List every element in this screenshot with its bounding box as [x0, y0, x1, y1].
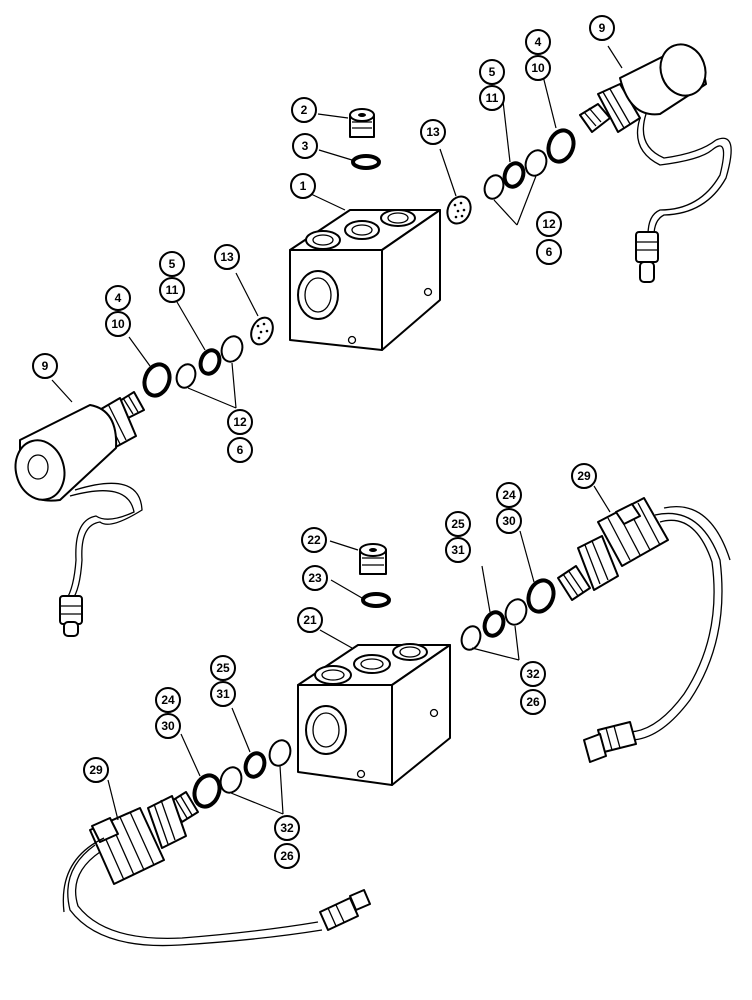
callout-13-left-upper: 13: [214, 244, 240, 270]
callout-25-right-lower: 25: [445, 511, 471, 537]
callout-6-label: 6: [237, 443, 244, 457]
callout-10-right-upper: 10: [525, 55, 551, 81]
ring-set-left-upper: [142, 335, 244, 398]
callout-13-right-upper: 13: [420, 119, 446, 145]
callout-30-label: 30: [502, 514, 516, 528]
callout-32-left-lower: 32: [274, 815, 300, 841]
screen-left-upper: [250, 316, 274, 346]
callout-6-left-upper: 6: [227, 437, 253, 463]
callout-10-left-upper: 10: [105, 311, 131, 337]
callout-9-label: 9: [599, 21, 606, 35]
callout-13-label: 13: [426, 125, 440, 139]
callout-31-label: 31: [451, 543, 465, 557]
callout-9-left-upper: 9: [32, 353, 58, 379]
callout-4-label: 4: [535, 35, 542, 49]
callout-26-right-lower: 26: [520, 689, 546, 715]
callout-30-left-lower: 30: [155, 713, 181, 739]
callout-11-label: 11: [166, 283, 179, 297]
solenoid-left-upper: [14, 391, 145, 637]
callout-29-label: 29: [577, 469, 591, 483]
callout-2: 2: [291, 97, 317, 123]
callout-25-left-lower: 25: [210, 655, 236, 681]
callout-9-label: 9: [42, 359, 49, 373]
callout-24-label: 24: [161, 693, 175, 707]
callout-31-right-lower: 31: [445, 537, 471, 563]
callout-11-right-upper: 11: [479, 85, 505, 111]
callout-21-label: 21: [303, 613, 317, 627]
callout-4-left-upper: 4: [105, 285, 131, 311]
callout-1: 1: [290, 173, 316, 199]
callout-30-right-lower: 30: [496, 508, 522, 534]
callout-26-label: 26: [280, 849, 294, 863]
callout-29-label: 29: [89, 763, 103, 777]
callout-12-left-upper: 12: [227, 409, 253, 435]
callout-3-label: 3: [302, 139, 309, 153]
solenoid-right-lower: [557, 497, 731, 763]
callout-24-left-lower: 24: [155, 687, 181, 713]
callout-26-label: 26: [526, 695, 540, 709]
callout-5-label: 5: [489, 65, 496, 79]
solenoid-right-upper: [579, 43, 732, 283]
leader-lines: [51, 45, 623, 821]
callout-11-left-upper: 11: [159, 277, 185, 303]
callout-24-label: 24: [502, 488, 516, 502]
callout-6-right-upper: 6: [536, 239, 562, 265]
valve-body-upper: [289, 209, 441, 351]
callout-5-right-upper: 5: [479, 59, 505, 85]
callout-31-label: 31: [216, 687, 230, 701]
callout-22: 22: [301, 527, 327, 553]
callout-13-label: 13: [220, 250, 234, 264]
callout-12-label: 12: [542, 217, 556, 231]
callout-29-right-lower: 29: [571, 463, 597, 489]
plug-lower: [359, 543, 387, 575]
callout-22-label: 22: [307, 533, 321, 547]
callout-12-right-upper: 12: [536, 211, 562, 237]
valve-body-lower: [297, 643, 451, 786]
seal-lower: [361, 592, 391, 608]
callout-9-right-upper: 9: [589, 15, 615, 41]
callout-4-label: 4: [115, 291, 122, 305]
callout-10-label: 10: [531, 61, 545, 75]
ring-set-right-upper: [483, 128, 576, 200]
callout-12-label: 12: [233, 415, 247, 429]
solenoid-left-lower: [62, 791, 371, 947]
callout-32-label: 32: [280, 821, 294, 835]
callout-31-left-lower: 31: [210, 681, 236, 707]
callout-2-label: 2: [301, 103, 308, 117]
callout-11-label: 11: [486, 91, 499, 105]
callout-23-label: 23: [308, 571, 322, 585]
callout-32-right-lower: 32: [520, 661, 546, 687]
callout-4-right-upper: 4: [525, 29, 551, 55]
ring-set-right-lower: [460, 578, 556, 651]
callout-32-label: 32: [526, 667, 540, 681]
callout-10-label: 10: [111, 317, 125, 331]
callout-24-right-lower: 24: [496, 482, 522, 508]
screen-right-upper: [446, 195, 472, 225]
callout-30-label: 30: [161, 719, 175, 733]
callout-5-left-upper: 5: [159, 251, 185, 277]
callout-5-label: 5: [169, 257, 176, 271]
callout-29-left-lower: 29: [83, 757, 109, 783]
callout-21: 21: [297, 607, 323, 633]
callout-1-label: 1: [300, 179, 307, 193]
plug-upper: [349, 108, 375, 138]
seal-upper: [351, 154, 381, 170]
callout-3: 3: [292, 133, 318, 159]
ring-set-left-lower: [192, 739, 292, 809]
callout-23: 23: [302, 565, 328, 591]
callout-6-label: 6: [546, 245, 553, 259]
callout-25-label: 25: [451, 517, 465, 531]
callout-26-left-lower: 26: [274, 843, 300, 869]
callout-25-label: 25: [216, 661, 230, 675]
